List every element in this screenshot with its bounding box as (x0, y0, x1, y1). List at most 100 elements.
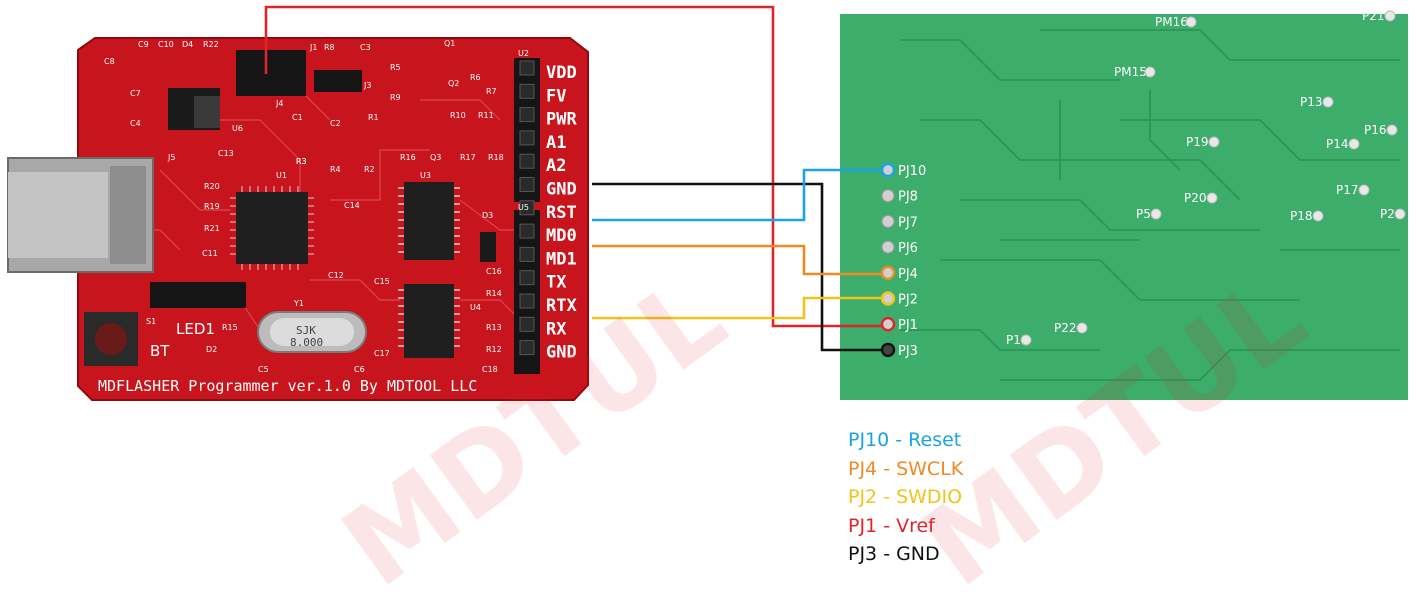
pin-label-pwr: PWR (546, 110, 577, 130)
legend-item-swclk: PJ4 - SWCLK (848, 457, 964, 480)
designator-c1-32: C1 (292, 113, 303, 122)
pin-label-md0: MD0 (546, 226, 577, 246)
designator-d4-2: D4 (182, 40, 193, 49)
designator-r3-35: R3 (296, 157, 307, 166)
test-point-pm16: PM16 (1155, 15, 1188, 29)
designator-c10-1: C10 (158, 40, 174, 49)
legend: PJ10 - Reset PJ4 - SWCLK PJ2 - SWDIO PJ1… (848, 426, 963, 569)
designator-j5-8: J5 (167, 153, 175, 162)
crystal-text-1: SJK (296, 324, 316, 337)
designator-c5-50: C5 (258, 365, 269, 374)
designator-r15-58: R15 (222, 323, 238, 332)
test-point-p20: P20 (1184, 191, 1207, 205)
wire-reset (592, 168, 888, 222)
pad-label-pj2: PJ2 (898, 293, 918, 308)
test-point-p13: P13 (1300, 95, 1323, 109)
pin-label-vdd: VDD (546, 63, 577, 83)
pin-hole (519, 177, 535, 192)
designator-r20-10: R20 (204, 182, 220, 191)
designator-r18-31: R18 (488, 153, 504, 162)
pad-label-pj7: PJ7 (898, 215, 918, 230)
designator-u2-40: U2 (518, 49, 529, 58)
pin-hole (519, 270, 535, 286)
pin-label-gnd: GND (546, 343, 577, 363)
pin-hole (519, 130, 535, 146)
pin-hole (519, 107, 535, 123)
test-point-p1: P1 (1006, 333, 1021, 347)
test-point-p17: P17 (1336, 183, 1359, 197)
pin-label-tx: TX (546, 273, 567, 293)
legend-item-swdio: PJ2 - SWDIO (848, 486, 963, 508)
test-point-pad (1394, 208, 1406, 220)
pad-label-pj8: PJ8 (898, 190, 918, 205)
pad-pj1 (880, 317, 896, 332)
designator-j1-14: J1 (309, 43, 317, 52)
crystal-text-2: 8.000 (290, 336, 323, 349)
designator-r17-30: R17 (460, 153, 476, 162)
test-point-p19: P19 (1186, 135, 1209, 149)
pin-hole (519, 60, 535, 76)
pad-pj4 (880, 265, 896, 280)
pin-label-rx: RX (546, 319, 567, 339)
programmer-board (7, 37, 589, 401)
pin-label-a1: A1 (546, 133, 566, 153)
designator-q1-19: Q1 (444, 39, 455, 48)
designator-r6-22: R6 (470, 73, 481, 82)
designator-c17-52: C17 (374, 349, 390, 358)
test-point-pad (1206, 192, 1218, 204)
test-point-pad (1144, 66, 1156, 78)
test-point-p18: P18 (1290, 209, 1313, 223)
designator-d3-42: D3 (482, 211, 493, 220)
header-j2 (150, 282, 246, 308)
test-point-pm15: PM15 (1114, 65, 1147, 79)
legend-item-vref: PJ1 - Vref (848, 514, 935, 537)
legend-item-gnd: PJ3 - GND (848, 543, 940, 565)
designator-u3-39: U3 (420, 171, 431, 180)
pad-label-pj10: PJ10 (898, 164, 926, 179)
test-point-p5: P5 (1136, 207, 1151, 221)
designator-j3-18: J3 (363, 81, 371, 90)
designator-r1-34: R1 (368, 113, 379, 122)
header-j3 (314, 70, 362, 92)
designator-r5-20: R5 (390, 63, 401, 72)
pad-label-pj4: PJ4 (898, 267, 918, 282)
designator-c14-41: C14 (344, 201, 360, 210)
designator-r8-15: R8 (324, 43, 335, 52)
mcu-chip (236, 192, 308, 264)
designator-c15-47: C15 (374, 277, 390, 286)
test-point-p2: P2 (1380, 207, 1395, 221)
designator-c7-5: C7 (130, 89, 141, 98)
designator-u1-38: U1 (276, 171, 287, 180)
designator-c3-16: C3 (360, 43, 371, 52)
pin-label-rst: RST (546, 203, 577, 223)
pad-pj2 (880, 291, 896, 306)
designator-c8-4: C8 (104, 57, 115, 66)
pin-label-a2: A2 (546, 156, 566, 176)
designator-c4-6: C4 (130, 119, 141, 128)
designator-u4-48: U4 (470, 303, 481, 312)
designator-c12-44: C12 (328, 271, 344, 280)
target-board (840, 14, 1408, 400)
designator-r21-12: R21 (204, 224, 220, 233)
designator-u5-43: U5 (518, 203, 529, 212)
designator-r9-23: R9 (390, 93, 401, 102)
header-j4 (236, 50, 306, 96)
pad-pj7 (881, 214, 895, 228)
designator-r11-27: R11 (478, 111, 494, 120)
designator-c11-13: C11 (202, 249, 218, 258)
test-point-p16: P16 (1364, 123, 1387, 137)
pin-label-gnd: GND (546, 180, 577, 200)
designator-c13-9: C13 (218, 149, 234, 158)
test-point-pad (1020, 334, 1032, 346)
pad-label-pj3: PJ3 (898, 344, 918, 359)
designator-c9-0: C9 (138, 40, 149, 49)
test-point-pad (1312, 210, 1324, 222)
test-point-p14: P14 (1326, 137, 1349, 151)
pad-label-pj6: PJ6 (898, 241, 918, 256)
designator-r19-11: R19 (204, 202, 220, 211)
wire-swclk (592, 244, 888, 276)
test-point-pad (1384, 10, 1396, 22)
